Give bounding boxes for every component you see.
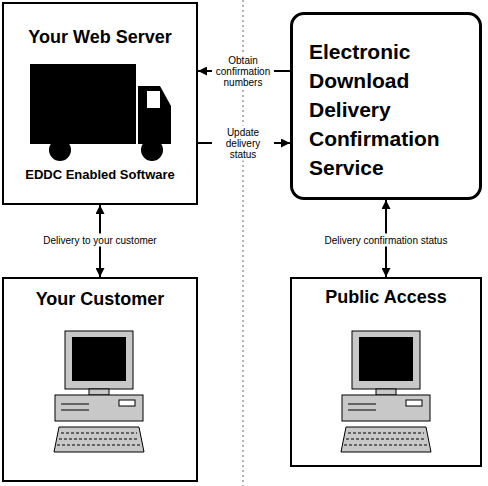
computer-illustration	[340, 330, 432, 460]
service-box: Electronic Download Delivery Confirmatio…	[290, 12, 482, 200]
truck-illustration	[28, 62, 173, 164]
node-caption: EDDC Enabled Software	[4, 167, 196, 183]
node-heading: Electronic Download Delivery Confirmatio…	[309, 37, 469, 182]
edge-label: Obtain confirmation numbers	[212, 54, 274, 89]
node-heading: Your Web Server	[4, 26, 196, 48]
node-heading: Public Access	[292, 286, 480, 308]
node-heading: Your Customer	[4, 288, 196, 310]
computer-illustration	[53, 330, 145, 460]
edge-label: Delivery to your customer	[43, 234, 156, 247]
edge-label: Update delivery status	[212, 126, 274, 161]
edge-label: Delivery confirmation status	[325, 234, 448, 247]
